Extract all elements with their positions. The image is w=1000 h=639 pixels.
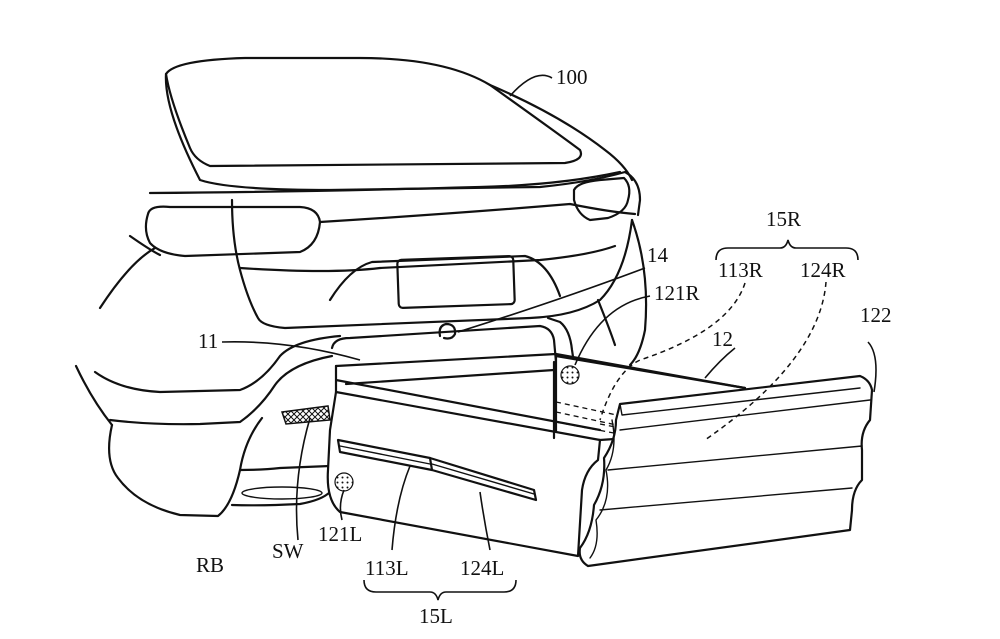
opening-rim: [330, 324, 558, 364]
leader-100: [509, 74, 553, 97]
door-ridge-1: [619, 399, 871, 431]
label-124R: 124R: [800, 258, 846, 282]
left-taillight: [144, 205, 322, 258]
bumper-step: [238, 464, 332, 472]
leader-121L: [339, 489, 345, 521]
label-SW: SW: [272, 539, 304, 563]
drawer-door: [578, 374, 874, 568]
label-121R: 121R: [654, 281, 700, 305]
rear-fascia: [230, 198, 634, 330]
leader-SW: [295, 417, 311, 541]
leader-14: [457, 267, 646, 333]
bumper-lower: [107, 416, 264, 518]
right-quarter-2: [596, 298, 617, 347]
label-100: 100: [556, 65, 588, 89]
liftgate-outline: [164, 72, 642, 217]
label-113L: 113L: [365, 556, 409, 580]
left-slide: [428, 456, 538, 502]
box-rim-left: [334, 364, 602, 432]
leader-lines: [221, 74, 877, 601]
door-panel: [578, 374, 874, 568]
door-ridge-3: [599, 487, 853, 511]
trunk-opening: [330, 316, 577, 372]
leader-113L: [391, 465, 411, 551]
left-quarter: [98, 246, 157, 310]
reflector: [241, 486, 323, 500]
roof-line: [488, 83, 634, 182]
left-quarter-2: [128, 234, 162, 257]
door-top-edge: [619, 387, 861, 416]
leader-12: [704, 347, 736, 379]
label-113R: 113R: [718, 258, 763, 282]
bumper-side: [74, 364, 114, 427]
label-12: 12: [712, 327, 733, 351]
leader-11: [221, 341, 361, 361]
door-side-edge: [589, 419, 615, 559]
right-quarter: [628, 218, 648, 367]
left-rail-line: [339, 445, 535, 495]
label-122: 122: [860, 303, 892, 327]
rear-window: [164, 56, 583, 168]
taillight-bar: [148, 170, 622, 195]
label-11: 11: [198, 329, 218, 353]
leader-113R: [599, 282, 746, 421]
right-lamp: [560, 365, 580, 385]
reference-labels: 100 14 15R 113R 124R 121R 12 122 11 RB S…: [196, 65, 892, 628]
right-taillight: [572, 176, 631, 222]
label-124L: 124L: [460, 556, 504, 580]
label-15L: 15L: [419, 604, 453, 628]
label-15R: 15R: [766, 207, 801, 231]
switch-hatch: [281, 405, 331, 425]
license-plate: [396, 255, 516, 309]
leader-121R: [574, 295, 651, 366]
rear-bumper: [74, 334, 342, 518]
brace-15R: [715, 239, 859, 261]
leader-124L: [479, 491, 491, 551]
brace-15L: [363, 579, 517, 601]
box-top-rim: [334, 352, 747, 390]
bumper-face: [108, 354, 334, 426]
fascia-inner: [238, 244, 617, 273]
hook: [438, 322, 457, 340]
label-RB: RB: [196, 553, 224, 577]
door-ridge-2: [607, 445, 863, 471]
label-14: 14: [647, 243, 669, 267]
box-floor-line: [344, 368, 556, 386]
bumper-top: [93, 334, 342, 394]
left-lamp: [334, 472, 354, 492]
switch: [281, 405, 331, 425]
label-121L: 121L: [318, 522, 362, 546]
vehicle-body: [98, 56, 648, 367]
plate-recess: [328, 254, 562, 302]
leader-124R: [704, 281, 827, 441]
opening-side-right: [546, 316, 577, 372]
bumper-under: [230, 490, 332, 507]
tail-lower-line: [318, 202, 637, 224]
leader-122: [867, 341, 877, 393]
